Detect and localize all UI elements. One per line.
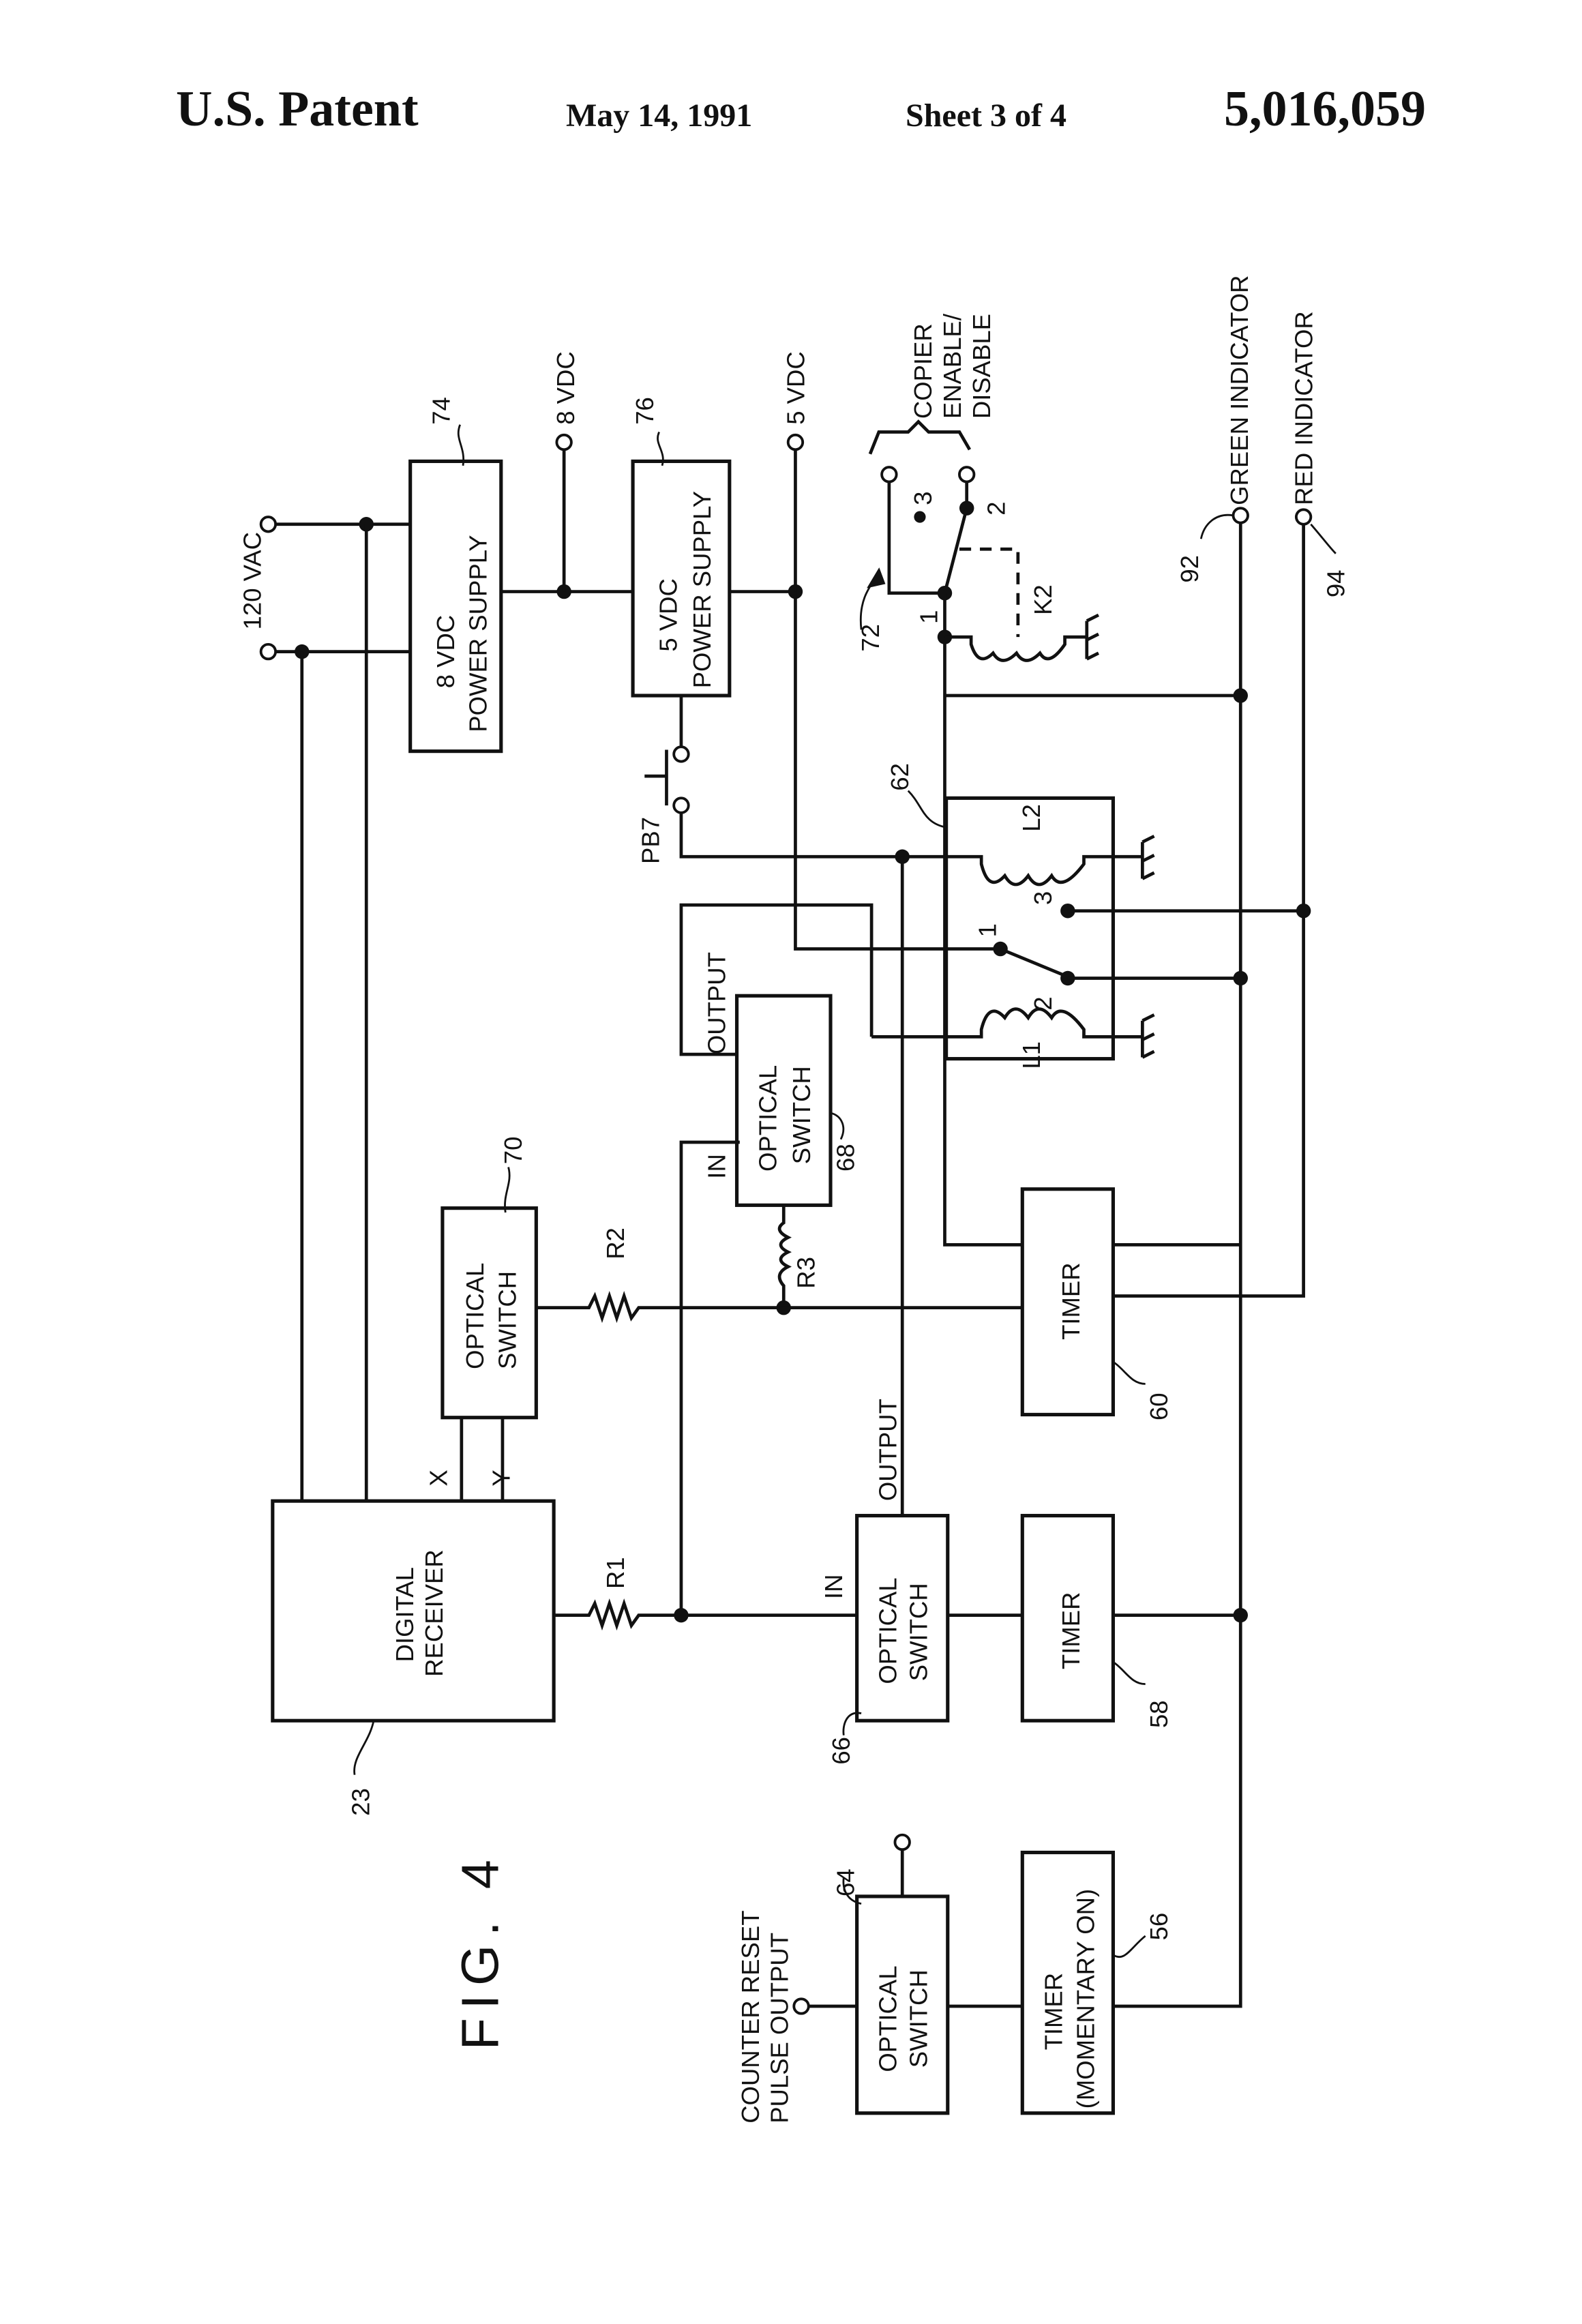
ac-terminal-bottom	[261, 644, 275, 659]
ref-64: 64	[831, 1868, 859, 1896]
os66-in-label: IN	[820, 1575, 848, 1600]
relay62-contact-1: 1	[974, 923, 1002, 937]
label-r1: R1	[601, 1557, 629, 1589]
terminal-8vdc	[556, 435, 571, 449]
counter-reset-terminal	[794, 1999, 808, 2013]
label-l2: L2	[1017, 804, 1045, 832]
relay62-contact-3: 3	[1029, 891, 1057, 905]
label-pulse-output: PULSE OUTPUT	[766, 1933, 794, 2124]
timer-60: TIMER 60	[1022, 1189, 1173, 1420]
label-counter-reset: COUNTER RESET	[736, 1910, 764, 2123]
label-green-indicator: GREEN INDICATOR	[1225, 275, 1253, 505]
ref-92: 92	[1176, 555, 1204, 583]
timer-58: TIMER 58	[1022, 1516, 1173, 1728]
os64-label-2: SWITCH	[905, 1969, 933, 2068]
timer-56: TIMER (MOMENTARY ON) 56	[1022, 1853, 1173, 2113]
ac-terminal-top	[261, 517, 275, 531]
label-copier: COPIER	[909, 323, 937, 419]
ref-72: 72	[856, 624, 884, 652]
pin-y: Y	[488, 1470, 516, 1486]
label-r3: R3	[792, 1257, 820, 1289]
ref-68: 68	[831, 1144, 859, 1172]
label-pb7: PB7	[637, 817, 665, 864]
optical-switch-66: OPTICAL SWITCH IN OUTPUT 66	[820, 1399, 948, 1765]
ps5-label-1: 5 VDC	[654, 578, 682, 652]
terminal-green-indicator	[1234, 508, 1248, 522]
timer60-label: TIMER	[1057, 1262, 1085, 1340]
label-r2: R2	[601, 1227, 629, 1260]
label-k2: K2	[1029, 584, 1057, 615]
ref-60: 60	[1145, 1392, 1173, 1420]
os64-terminal	[895, 1835, 909, 1849]
receiver-label-1: DIGITAL	[391, 1567, 419, 1662]
ref-62: 62	[886, 763, 914, 791]
k2-contact-2: 2	[983, 502, 1011, 516]
os66-label-1: OPTICAL	[874, 1577, 902, 1684]
ref-70: 70	[499, 1137, 527, 1165]
terminal-red-indicator	[1296, 509, 1311, 524]
figure-label: FIG. 4	[451, 1851, 510, 2050]
optical-switch-70: OPTICAL SWITCH 70 X Y	[424, 1137, 536, 1502]
ref-23: 23	[347, 1788, 375, 1816]
receiver-label-2: RECEIVER	[420, 1549, 448, 1677]
ref-58: 58	[1145, 1700, 1173, 1728]
power-supply-8v: 8 VDC POWER SUPPLY 74	[411, 397, 501, 751]
ref-74: 74	[428, 397, 456, 425]
timer56-label-1: TIMER	[1039, 1973, 1067, 2051]
digital-receiver-23: DIGITAL RECEIVER 23	[273, 1501, 554, 1816]
ref-56: 56	[1145, 1913, 1173, 1941]
pin-x: X	[424, 1470, 452, 1486]
label-5vdc: 5 VDC	[781, 351, 809, 425]
ps5-label-2: POWER SUPPLY	[688, 491, 716, 688]
os66-label-2: SWITCH	[905, 1583, 933, 1681]
optical-switch-64: OPTICAL SWITCH 64	[794, 1835, 947, 2113]
label-enable: ENABLE/	[938, 313, 966, 419]
label-l1: L1	[1017, 1041, 1045, 1069]
k2-contact-3: 3	[909, 492, 937, 505]
relay-62-box	[946, 798, 1114, 1058]
ps8-label-1: 8 VDC	[432, 615, 460, 689]
os66-output-label: OUTPUT	[874, 1399, 902, 1501]
relay-72-copier: K2 1 2 3 COPIER ENABLE/ DISABLE 72	[856, 313, 1240, 1245]
os68-label-1: OPTICAL	[754, 1065, 782, 1172]
os70-label-2: SWITCH	[493, 1271, 521, 1369]
terminal-5vdc	[788, 435, 803, 449]
ref-94: 94	[1322, 570, 1350, 598]
ps8-label-2: POWER SUPPLY	[464, 535, 492, 732]
timer56-label-2: (MOMENTARY ON)	[1072, 1889, 1100, 2109]
ref-76: 76	[631, 397, 659, 425]
label-120vac: 120 VAC	[239, 532, 267, 629]
timer58-label: TIMER	[1057, 1592, 1085, 1670]
k2-contact-1: 1	[915, 610, 943, 624]
os68-output-label: OUTPUT	[702, 952, 730, 1054]
os64-label-1: OPTICAL	[874, 1965, 902, 2072]
label-red-indicator: RED INDICATOR	[1289, 311, 1317, 505]
os70-label-1: OPTICAL	[461, 1263, 489, 1369]
power-supply-5v: 5 VDC POWER SUPPLY 76	[631, 397, 730, 696]
ac-input: 120 VAC	[239, 517, 411, 1501]
os68-in-label: IN	[702, 1154, 730, 1179]
os68-label-2: SWITCH	[788, 1066, 816, 1164]
label-8vdc: 8 VDC	[552, 351, 580, 425]
relay-62: L2 L1 1 2 3 62	[871, 763, 1303, 1069]
label-disable: DISABLE	[968, 314, 996, 419]
ref-66: 66	[827, 1737, 855, 1765]
relay62-contact-2: 2	[1029, 996, 1057, 1010]
optical-switch-68: OPTICAL SWITCH OUTPUT IN R3 68	[681, 952, 859, 1615]
